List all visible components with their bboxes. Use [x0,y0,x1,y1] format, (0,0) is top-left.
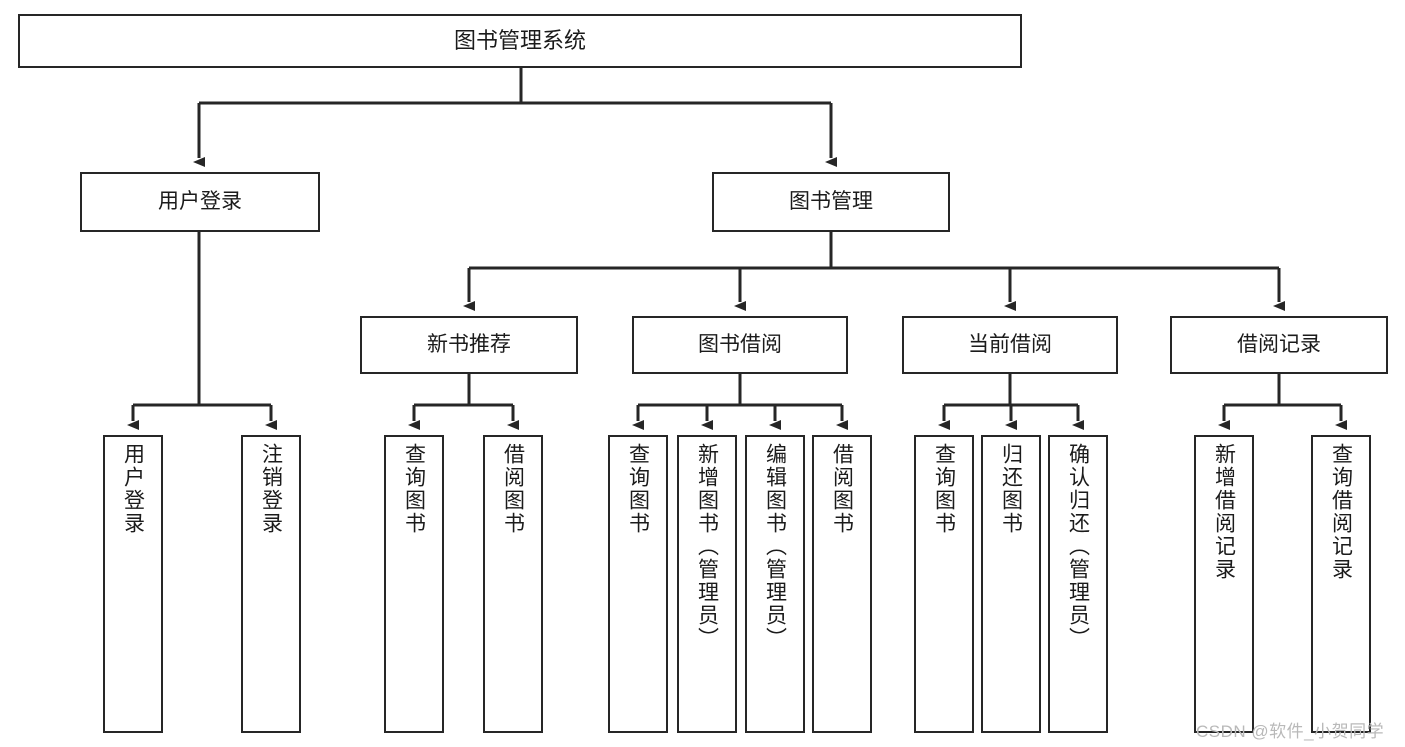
leaf-borrow-books-borrow[interactable]: 借阅图书 [812,435,872,733]
node-label: 新增图书（管理员） [695,443,719,650]
leaf-query-borrow-record[interactable]: 查询借阅记录 [1311,435,1371,733]
leaf-user-login[interactable]: 用户登录 [103,435,163,733]
node-user-login[interactable]: 用户登录 [80,172,320,232]
node-book-management[interactable]: 图书管理 [712,172,950,232]
node-label: 查询借阅记录 [1329,443,1353,581]
node-label: 注销登录 [259,443,283,535]
leaf-edit-book-admin[interactable]: 编辑图书（管理员） [745,435,805,733]
node-book-borrow[interactable]: 图书借阅 [632,316,848,374]
leaf-return-books[interactable]: 归还图书 [981,435,1041,733]
leaf-query-books-current[interactable]: 查询图书 [914,435,974,733]
leaf-borrow-books-recommend[interactable]: 借阅图书 [483,435,543,733]
node-label: 查询图书 [626,443,650,535]
leaf-logout[interactable]: 注销登录 [241,435,301,733]
leaf-add-borrow-record[interactable]: 新增借阅记录 [1194,435,1254,733]
node-label: 图书管理 [789,189,873,213]
node-label: 查询图书 [932,443,956,535]
node-label: 图书管理系统 [453,28,586,54]
leaf-query-books-borrow[interactable]: 查询图书 [608,435,668,733]
leaf-confirm-return-admin[interactable]: 确认归还（管理员） [1048,435,1108,733]
node-borrow-records[interactable]: 借阅记录 [1170,316,1388,374]
node-label: 借阅图书 [830,443,854,535]
node-label: 借阅记录 [1237,332,1321,356]
node-label: 当前借阅 [968,332,1052,356]
node-label: 查询图书 [402,443,426,535]
node-label: 用户登录 [158,189,242,213]
node-current-borrow[interactable]: 当前借阅 [902,316,1118,374]
node-label: 新增借阅记录 [1212,443,1236,581]
node-label: 编辑图书（管理员） [763,443,787,650]
leaf-query-books-recommend[interactable]: 查询图书 [384,435,444,733]
watermark-text: CSDN @软件_小贺同学 [1196,722,1385,741]
node-root[interactable]: 图书管理系统 [18,14,1022,68]
node-label: 用户登录 [121,443,145,535]
node-label: 确认归还（管理员） [1066,443,1090,650]
node-label: 图书借阅 [698,332,782,356]
leaf-add-book-admin[interactable]: 新增图书（管理员） [677,435,737,733]
node-label: 新书推荐 [427,332,511,356]
node-new-book-recommend[interactable]: 新书推荐 [360,316,578,374]
node-label: 借阅图书 [501,443,525,535]
node-label: 归还图书 [999,443,1023,535]
